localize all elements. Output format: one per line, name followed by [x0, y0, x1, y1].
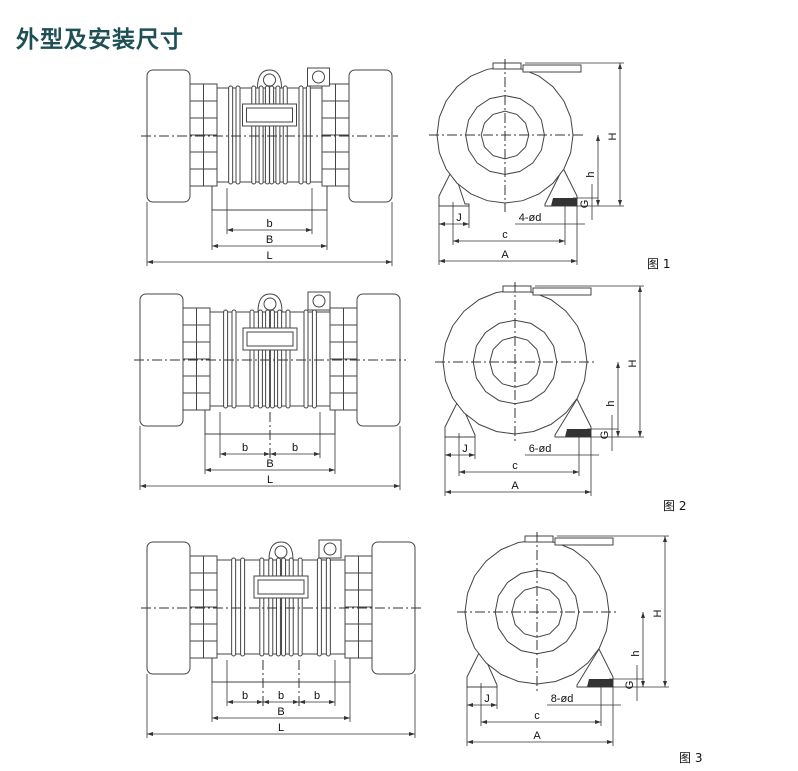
figure-caption: 图 1	[647, 257, 670, 271]
dim-B-label: B	[266, 234, 273, 246]
junction-box	[318, 539, 342, 559]
front-view-3: HhG JcA 8-ød 图 3	[457, 532, 702, 765]
dim-J-label: J	[456, 212, 462, 224]
bolt-hole-label: 6-ød	[529, 443, 552, 455]
dim-h-label: h	[605, 400, 617, 406]
bolt-hole-label: 8-ød	[551, 693, 574, 705]
page-title: 外型及安装尺寸	[16, 27, 184, 53]
dim-G-label: G	[624, 681, 636, 690]
dim-b-label: b	[292, 442, 298, 454]
dim-c-label: c	[512, 460, 518, 472]
front-view-1: HhG JcA 4-ød 图 1	[429, 59, 670, 271]
lifting-eye	[263, 297, 277, 311]
lifting-eye	[274, 545, 288, 559]
motor-body	[216, 559, 346, 655]
dim-L-label: L	[267, 474, 273, 486]
cable-gland	[532, 287, 592, 296]
dim-c-label: c	[502, 229, 508, 241]
dim-b-label: b	[242, 690, 248, 702]
mounting-hole-hatch	[587, 679, 613, 687]
dim-A-label: A	[533, 730, 541, 742]
cable-gland	[522, 64, 582, 73]
dim-B-label: B	[277, 706, 284, 718]
base-plate	[211, 658, 351, 683]
dim-A-label: A	[511, 480, 519, 492]
front-view-2: HhG JcA 6-ød 图 2	[435, 282, 686, 513]
junction-box	[307, 291, 331, 311]
dim-H-label: H	[652, 609, 664, 617]
dim-L-label: L	[278, 722, 284, 734]
dim-H-label: H	[607, 132, 619, 140]
dim-G-label: G	[579, 200, 591, 209]
dim-b-label: b	[278, 690, 284, 702]
mounting-hole-hatch	[565, 429, 591, 437]
junction-box	[307, 67, 330, 87]
cable-gland	[554, 537, 614, 546]
dim-J-label: J	[462, 443, 468, 455]
base-plate	[211, 186, 328, 211]
lifting-eye	[263, 73, 276, 87]
mounting-hole-hatch	[551, 198, 577, 206]
dim-b-label: b	[242, 442, 248, 454]
dim-H-label: H	[627, 359, 639, 367]
dim-h-label: h	[585, 171, 597, 177]
dim-L-label: L	[266, 250, 272, 262]
side-view-1: bBL	[141, 67, 398, 266]
dim-G-label: G	[599, 431, 611, 440]
dim-b-label: b	[314, 690, 320, 702]
dim-J-label: J	[484, 693, 490, 705]
dim-c-label: c	[534, 710, 540, 722]
dim-B-label: B	[266, 458, 273, 470]
dim-b-label: b	[266, 218, 272, 230]
dim-A-label: A	[501, 249, 509, 261]
side-view-2: b bBL	[134, 291, 406, 490]
figure-caption: 图 3	[679, 751, 702, 765]
dim-h-label: h	[630, 650, 642, 656]
bolt-hole-label: 4-ød	[519, 212, 542, 224]
figure-caption: 图 2	[663, 499, 686, 513]
